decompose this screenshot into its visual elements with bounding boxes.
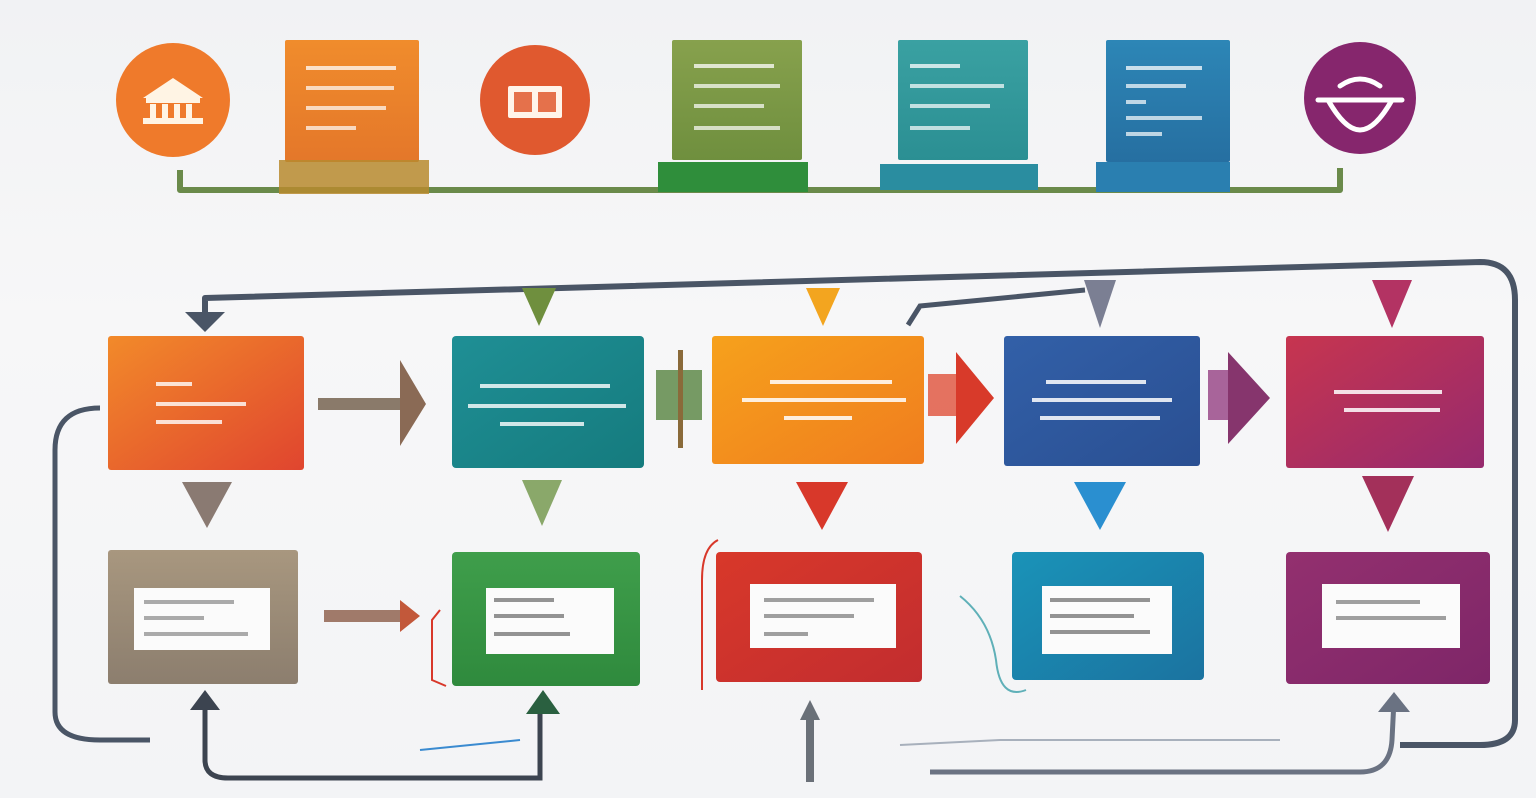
loop-connector-mid bbox=[905, 287, 1086, 327]
arrow-down-2 bbox=[522, 288, 556, 326]
arrow-down-1 bbox=[185, 312, 225, 332]
arrow-right-5 bbox=[324, 600, 420, 632]
top-card-1 bbox=[279, 40, 429, 194]
arrow-up-2 bbox=[526, 690, 560, 714]
arrow-down-8 bbox=[796, 482, 848, 530]
top-circle-ship bbox=[1304, 42, 1416, 154]
bottom-line-faint bbox=[899, 739, 1280, 746]
bottom-card-3 bbox=[716, 552, 922, 682]
top-card-2 bbox=[658, 40, 808, 192]
arrow-down-9 bbox=[1074, 482, 1126, 530]
accent-stroke-red bbox=[431, 609, 447, 687]
middle-card-2 bbox=[452, 336, 644, 468]
arrow-down-5 bbox=[1372, 280, 1412, 328]
middle-card-3 bbox=[712, 336, 924, 464]
bottom-card-1 bbox=[108, 550, 298, 684]
loop-connector-left bbox=[52, 405, 150, 743]
ship-icon bbox=[1315, 76, 1405, 133]
arrow-right-1 bbox=[318, 360, 426, 446]
open-book-icon bbox=[508, 86, 562, 118]
loop-connector-top bbox=[202, 259, 1518, 748]
middle-card-4 bbox=[1004, 336, 1200, 466]
arrow-up-4 bbox=[1378, 692, 1410, 712]
arrow-up-3 bbox=[800, 700, 820, 782]
middle-card-1 bbox=[108, 336, 304, 470]
bottom-loop-right bbox=[930, 699, 1397, 775]
top-card-3 bbox=[880, 40, 1038, 190]
bottom-line-blue bbox=[419, 739, 521, 751]
arrow-right-4 bbox=[1208, 352, 1270, 444]
bottom-card-4 bbox=[1012, 552, 1204, 680]
arrow-down-6 bbox=[182, 482, 232, 528]
top-circle-book bbox=[480, 45, 590, 155]
accent-stroke-red-2 bbox=[701, 539, 719, 690]
arrow-down-3 bbox=[806, 288, 840, 326]
bank-icon bbox=[143, 78, 203, 124]
bottom-card-5 bbox=[1286, 552, 1490, 684]
arrow-right-2 bbox=[656, 350, 702, 448]
accent-curve-teal bbox=[959, 595, 1027, 693]
bottom-loop-left bbox=[202, 700, 543, 781]
arrow-down-4 bbox=[1084, 280, 1116, 328]
arrow-down-10 bbox=[1362, 476, 1414, 532]
bottom-card-2 bbox=[452, 552, 640, 686]
arrow-right-3 bbox=[928, 352, 994, 444]
top-card-4 bbox=[1096, 40, 1230, 192]
arrow-down-7 bbox=[522, 480, 562, 526]
top-circle-bank bbox=[116, 43, 230, 157]
arrow-up-1 bbox=[190, 690, 220, 710]
middle-card-5 bbox=[1286, 336, 1484, 468]
